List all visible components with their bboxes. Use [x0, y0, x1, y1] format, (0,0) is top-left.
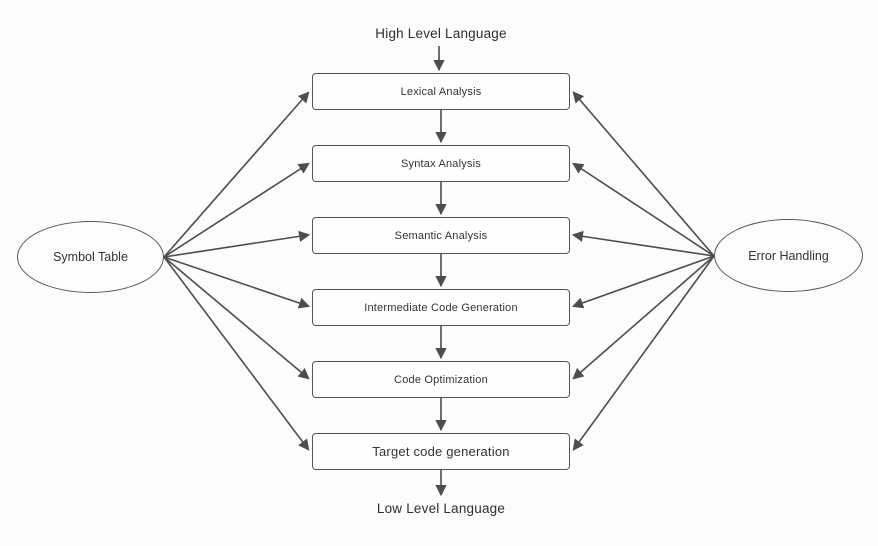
error-handling-label: Error Handling	[748, 248, 829, 263]
arrow-symboltable-to-lexical	[163, 91, 310, 258]
arrow-symboltable-to-intermediate	[163, 256, 311, 309]
arrow-errorhandling-to-target	[572, 255, 715, 451]
phase-label: Semantic Analysis	[394, 229, 488, 242]
arrow-symboltable-to-semantic	[163, 230, 311, 258]
arrow-errorhandling-to-syntax	[572, 162, 715, 257]
phase-box-intermediate-code-generation: Intermediate Code Generation	[312, 289, 570, 326]
phase-box-target-code-generation: Target code generation	[312, 433, 570, 470]
arrow-errorhandling-to-semantic	[571, 230, 715, 257]
phase-box-code-optimization: Code Optimization	[312, 361, 570, 398]
arrow-symboltable-to-codeopt	[163, 256, 310, 380]
arrow-errorhandling-to-intermediate	[571, 255, 715, 309]
phase-box-lexical-analysis: Lexical Analysis	[312, 73, 570, 110]
arrow-symboltable-to-syntax	[163, 162, 310, 258]
arrow-errorhandling-to-codeopt	[572, 255, 715, 380]
phase-label: Lexical Analysis	[400, 85, 482, 98]
symbol-table-node: Symbol Table	[17, 221, 164, 293]
phase-label: Syntax Analysis	[400, 157, 482, 170]
arrow-symboltable-to-target	[163, 256, 310, 451]
phase-label: Target code generation	[372, 444, 510, 459]
symbol-table-label: Symbol Table	[53, 250, 128, 264]
phase-label: Code Optimization	[394, 373, 488, 386]
phase-box-semantic-analysis: Semantic Analysis	[312, 217, 570, 254]
high-level-language-label: High Level Language	[375, 26, 507, 41]
arrow-errorhandling-to-lexical	[572, 91, 715, 257]
low-level-language-label: Low Level Language	[376, 501, 506, 516]
phase-box-syntax-analysis: Syntax Analysis	[312, 145, 570, 182]
phase-label: Intermediate Code Generation	[364, 301, 518, 314]
error-handling-node: Error Handling	[714, 219, 863, 292]
